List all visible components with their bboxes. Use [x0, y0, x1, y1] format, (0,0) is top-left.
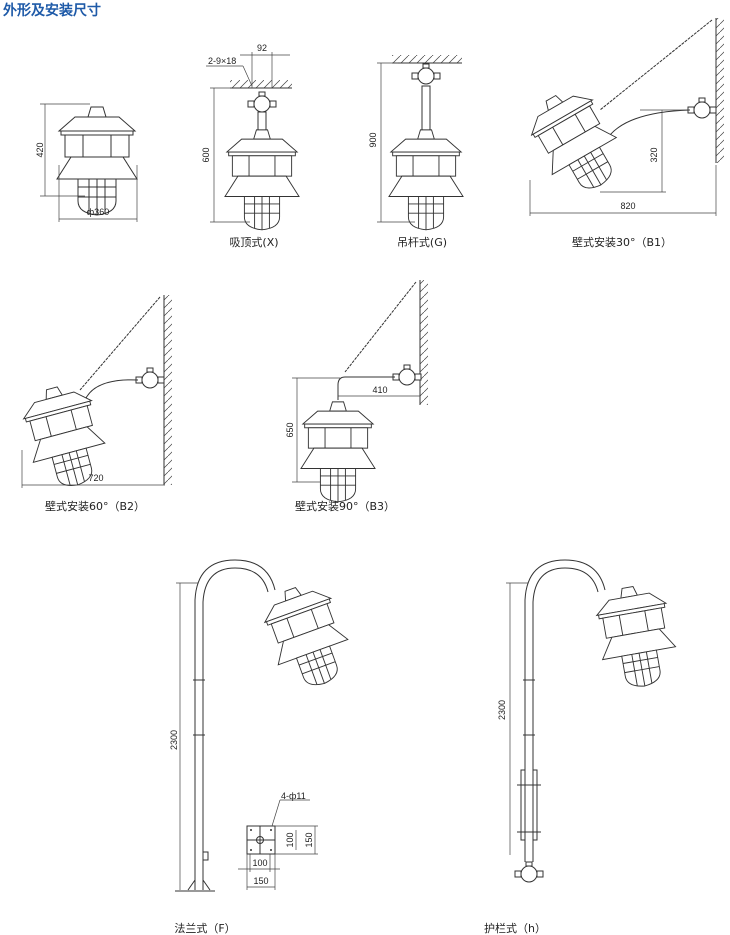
dim-hole-spec: 4-ф11	[281, 791, 306, 801]
dim-reach: 720	[88, 473, 103, 483]
dim-reach: 820	[620, 201, 635, 211]
figure-wall-60: 720 壁式安装60°（B2）	[15, 295, 172, 513]
caption-x: 吸顶式(X)	[229, 236, 278, 249]
dim-inner-horizontal: 100	[252, 858, 267, 868]
dim-outer-horizontal: 150	[253, 876, 268, 886]
caption-b2: 壁式安装60°（B2）	[45, 499, 145, 513]
dim-height: 650	[285, 422, 295, 437]
figure-flange-pole: 2300 4-ф11 100 150 100 150 法兰式（F）	[169, 559, 360, 935]
dim-height: 600	[201, 147, 211, 162]
caption-h: 护栏式（h）	[484, 921, 546, 935]
figure-wall-30: 320 820 壁式安装30°（B1）	[518, 18, 724, 249]
dim-height: 420	[35, 142, 45, 157]
caption-g: 吊杆式(G)	[397, 235, 447, 249]
page-title: 外形及安装尺寸	[3, 3, 101, 19]
dim-diameter: ф360	[87, 207, 109, 217]
caption-b1: 壁式安装30°（B1）	[572, 235, 672, 249]
figure-pendant-mount: 900 吊杆式(G)	[368, 55, 464, 249]
dim-inner-vertical: 100	[285, 832, 295, 847]
dim-outer-vertical: 150	[304, 832, 314, 847]
figure-base-lamp: 420 ф360	[35, 103, 138, 222]
dim-height: 2300	[497, 700, 507, 720]
dim-hole-spec: 2-9×18	[208, 56, 236, 66]
figure-wall-90: 410 650 壁式安装90°（B3）	[285, 280, 428, 513]
dim-hole-spacing: 92	[257, 43, 267, 53]
caption-f: 法兰式（F）	[174, 921, 235, 935]
dim-height: 320	[649, 147, 659, 162]
dim-height: 900	[368, 132, 378, 147]
figure-guardrail-pole: 2300 护栏式（h）	[484, 559, 682, 935]
dim-height: 2300	[169, 730, 179, 750]
dim-reach: 410	[372, 385, 387, 395]
caption-b3: 壁式安装90°（B3）	[295, 499, 395, 513]
figure-ceiling-mount: 600 92 2-9×18 吸顶式(X)	[201, 43, 300, 249]
